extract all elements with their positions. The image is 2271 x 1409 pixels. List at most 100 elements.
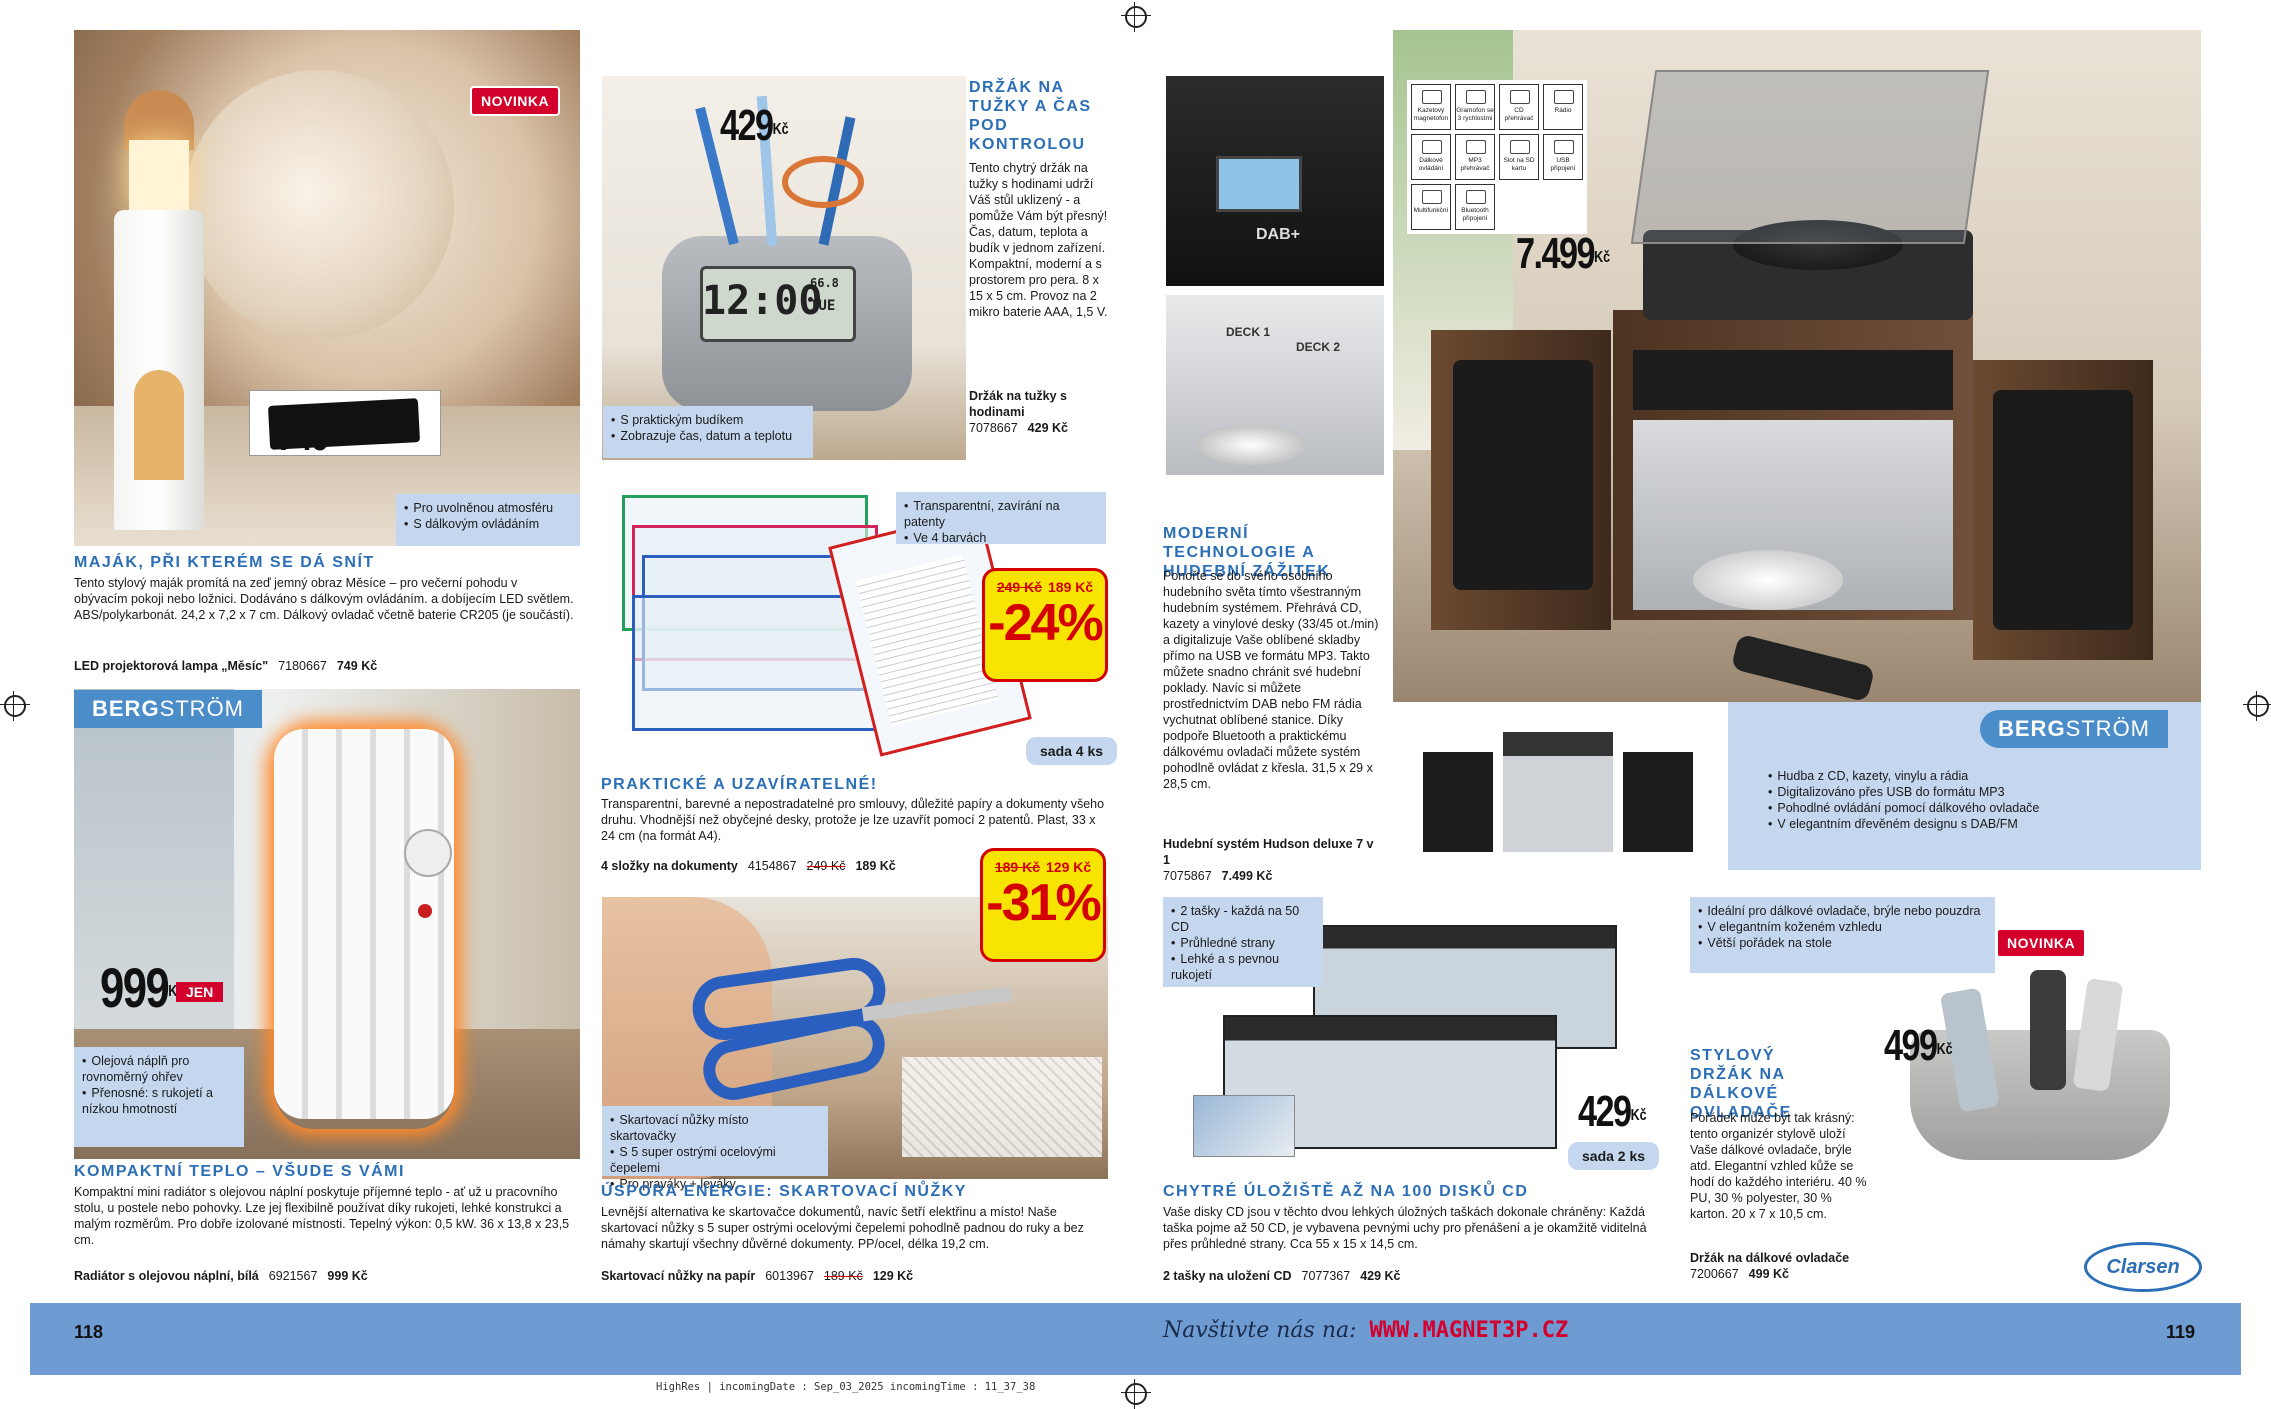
- scissors-bullets: Skartovací nůžky místo skartovačky S 5 s…: [602, 1106, 828, 1191]
- folders-title: PRAKTICKÉ A UZAVÍRATELNÉ!: [601, 776, 878, 793]
- bullet: V elegantním koženém vzhledu: [1698, 919, 1985, 935]
- clock-display: 12:00: [702, 278, 823, 324]
- bullet: S dálkovým ovládáním: [404, 516, 570, 532]
- bullet: Pohodlné ovládání pomocí dálkového ovlad…: [1768, 800, 2191, 816]
- remote-holder-description: Pořádek může být tak krásný: tento organ…: [1690, 1111, 1867, 1221]
- folders-description: Transparentní, barevné a nepostradatelné…: [601, 797, 1105, 843]
- bullet: Ve 4 barvách: [904, 530, 1096, 546]
- bluetooth-icon: Bluetooth připojení: [1455, 184, 1495, 230]
- price-tag-only: JEN: [176, 982, 224, 1002]
- remote-holder-price: 499Kč: [1884, 1021, 1953, 1070]
- scissors-description: Levnější alternativa ke skartovačce doku…: [601, 1205, 1084, 1251]
- registration-mark-icon: [0, 691, 30, 721]
- discount-percent: -31%: [986, 874, 1101, 932]
- bullet: V elegantním dřevěném designu s DAB/FM: [1768, 816, 2191, 832]
- bergstrom-logo: BERGSTRÖM: [74, 690, 263, 728]
- multifunction-icon: Multifunkční: [1411, 184, 1451, 230]
- bergstrom-logo: BERGSTRÖM: [1980, 710, 2169, 748]
- registration-mark-icon: [2243, 691, 2271, 721]
- bullet: Lehké a s pevnou rukojetí: [1171, 951, 1313, 983]
- scissors-title: ÚSPORA ENERGIE: SKARTOVACÍ NŮŽKY: [601, 1183, 967, 1200]
- bullet: Olejová náplň pro rovnoměrný ohřev: [82, 1053, 234, 1085]
- bullet: Transparentní, zavírání na patenty: [904, 498, 1096, 530]
- registration-mark-icon: [1121, 2, 1151, 32]
- clarsen-logo: Clarsen: [2084, 1242, 2202, 1292]
- hifi-title: MODERNÍ TECHNOLOGIE A HUDEBNÍ ZÁŽITEK: [1163, 525, 1331, 580]
- set-count-pill: sada 2 ks: [1568, 1142, 1660, 1170]
- hifi-bullets: Hudba z CD, kazety, vinylu a rádia Digit…: [1728, 702, 2201, 870]
- registration-mark-icon: [1121, 1379, 1151, 1409]
- usb-icon: USB připojení: [1543, 134, 1583, 180]
- hifi-feature-icons: Kazetový magnetofon Gramofon se 3 rychlo…: [1407, 80, 1587, 234]
- hifi-order-line: Hudební systém Hudson deluxe 7 v 1 70758…: [1163, 837, 1374, 883]
- bullet: Hudba z CD, kazety, vinylu a rádia: [1768, 768, 2191, 784]
- new-badge: NOVINKA: [470, 86, 561, 116]
- lighthouse-title: MAJÁK, PŘI KTERÉM SE DÁ SNÍT: [74, 554, 375, 571]
- bullet: Průhledné strany: [1171, 935, 1313, 951]
- bullet: Ideální pro dálkové ovladače, brýle nebo…: [1698, 903, 1985, 919]
- pen-holder-description: Tento chytrý držák na tužky s hodinami u…: [969, 161, 1108, 319]
- cassette-icon: Kazetový magnetofon: [1411, 84, 1451, 130]
- heater-title: KOMPAKTNÍ TEPLO – VŠUDE S VÁMI: [74, 1163, 405, 1180]
- cd-bags-title: CHYTRÉ ÚLOŽIŠTĚ AŽ NA 100 DISKŮ CD: [1163, 1183, 1529, 1200]
- pen-holder-title: DRŽÁK NA TUŽKY A ČAS POD KONTROLOU: [969, 79, 1092, 153]
- sd-card-icon: Slot na SD kartu: [1499, 134, 1539, 180]
- deck2-label: DECK 2: [1296, 340, 1341, 354]
- radio-icon: Rádio: [1543, 84, 1583, 130]
- heater-description: Kompaktní mini radiátor s olejovou nápln…: [74, 1185, 570, 1247]
- print-slug: HighRes | incomingDate : Sep_03_2025 inc…: [656, 1381, 1036, 1393]
- hifi-system-small-photo: [1393, 702, 1728, 870]
- bullet: Zobrazuje čas, datum a teplotu: [611, 428, 803, 444]
- lighthouse-photo: [74, 30, 580, 546]
- remote-holder-photo: [1870, 960, 2200, 1180]
- deck1-label: DECK 1: [1226, 325, 1271, 339]
- new-badge: NOVINKA: [1996, 928, 2087, 958]
- footer-visit-text: Navštivte nás na: WWW.MAGNET3P.CZ: [1163, 1318, 1569, 1343]
- bullet: Pro praváky + leváky: [610, 1176, 818, 1192]
- page-number-left: 118: [74, 1322, 104, 1342]
- bullet: Přenosné: s rukojetí a nízkou hmotností: [82, 1085, 234, 1117]
- cd-bags-price: 429Kč: [1578, 1087, 1647, 1136]
- heater-bullets: Olejová náplň pro rovnoměrný ohřev Přeno…: [74, 1047, 244, 1147]
- pen-holder-price: 429Kč: [720, 101, 789, 150]
- hifi-price: 7.499Kč: [1516, 229, 1611, 278]
- cd-bags-description: Vaše disky CD jsou v těchto dvou lehkých…: [1163, 1205, 1647, 1251]
- discount-percent: -24%: [988, 594, 1103, 652]
- pen-holder-photo: 12:00 66.8 TUE: [602, 76, 966, 460]
- mp3-icon: MP3 přehrávač: [1455, 134, 1495, 180]
- remote-icon: Dálkové ovládání: [1411, 134, 1451, 180]
- bullet: Pro uvolněnou atmosféru: [404, 500, 570, 516]
- bullet: Skartovací nůžky místo skartovačky: [610, 1112, 818, 1144]
- bullet: Digitalizováno přes USB do formátu MP3: [1768, 784, 2191, 800]
- hifi-detail-photo-1: DAB+: [1166, 76, 1384, 286]
- cd-icon: CD přehrávač: [1499, 84, 1539, 130]
- bullet: 2 tašky - každá na 50 CD: [1171, 903, 1313, 935]
- hifi-detail-photo-2: DECK 1 DECK 2: [1166, 295, 1384, 475]
- cd-bags-bullets: 2 tašky - každá na 50 CD Průhledné stran…: [1163, 897, 1323, 987]
- website-link[interactable]: WWW.MAGNET3P.CZ: [1369, 1318, 1569, 1343]
- set-count-pill: sada 4 ks: [1026, 737, 1118, 765]
- pen-holder-bullets: S praktickým budíkem Zobrazuje čas, datu…: [603, 406, 813, 458]
- lighthouse-bullets: Pro uvolněnou atmosféru S dálkovým ovlád…: [396, 494, 580, 546]
- remote-holder-title: STYLOVÝ DRŽÁK NA DÁLKOVÉ OVLADAČE: [1690, 1047, 1792, 1121]
- turntable-icon: Gramofon se 3 rychlostmi: [1455, 84, 1495, 130]
- clock-temp: 66.8: [810, 276, 839, 290]
- hifi-description: Ponořte se do svého osobního hudebního s…: [1163, 569, 1379, 791]
- footer-bar: [30, 1303, 2241, 1375]
- bullet: Větší pořádek na stole: [1698, 935, 1985, 951]
- bullet: S praktickým budíkem: [611, 412, 803, 428]
- lighthouse-description: Tento stylový maják promítá na zeď jemný…: [74, 576, 574, 622]
- page-number-right: 119: [2166, 1322, 2196, 1342]
- dab-label: DAB+: [1256, 226, 1301, 243]
- hifi-system-photo: [1393, 30, 2201, 702]
- folders-bullets: Transparentní, zavírání na patenty Ve 4 …: [896, 492, 1106, 546]
